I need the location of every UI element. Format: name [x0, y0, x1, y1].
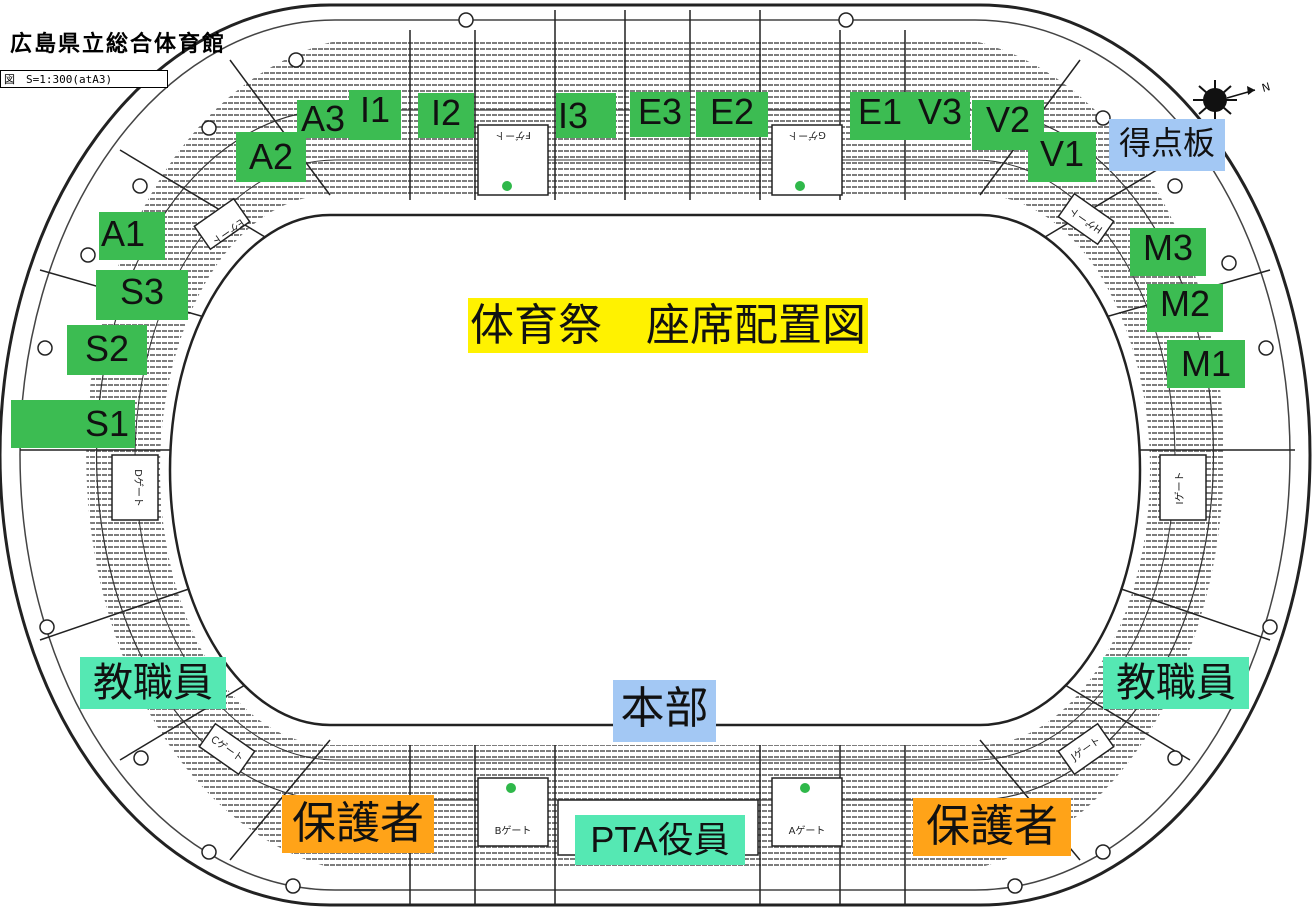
gate-box-north-right	[771, 124, 843, 196]
gate-box-se	[1057, 722, 1115, 776]
compass-icon: N	[1193, 80, 1272, 120]
gate-box-sw	[198, 722, 256, 776]
arena-floor	[168, 213, 1142, 727]
gate-label-f: Fゲート	[495, 129, 531, 141]
block-v3: V3	[910, 92, 970, 140]
perimeter-columns	[37, 12, 1278, 894]
block-a3: A3	[297, 100, 349, 138]
guardians-left-label: 保護者	[282, 795, 434, 853]
outer-wall-inner	[19, 19, 1291, 891]
block-s1: S1	[11, 400, 135, 448]
block-m1: M1	[1167, 340, 1245, 388]
gate-box-nw	[193, 197, 251, 251]
svg-text:N: N	[1260, 80, 1271, 95]
gate-box-west	[111, 454, 159, 521]
gate-box-north-left	[477, 124, 549, 196]
staff-right-label: 教職員	[1103, 657, 1249, 709]
scoreboard-label: 得点板	[1109, 119, 1225, 171]
scale-note: 図 S=1:300(atA3)	[0, 70, 168, 88]
block-a2: A2	[236, 132, 306, 182]
block-i1: I1	[349, 90, 401, 140]
guardians-right-label: 保護者	[913, 798, 1071, 856]
block-s3: S3	[96, 270, 188, 320]
gate-box-east	[1159, 454, 1207, 521]
block-e2: E2	[696, 92, 768, 137]
block-a1: A1	[99, 212, 165, 260]
block-s2: S2	[67, 325, 147, 375]
gate-box-ne	[1057, 192, 1115, 246]
main-title: 体育祭 座席配置図	[468, 298, 868, 353]
headquarters-label: 本部	[613, 680, 716, 742]
pta-officers-label: PTA役員	[575, 815, 745, 865]
gate-label-i: Iゲート	[1174, 472, 1186, 505]
block-i3: I3	[556, 93, 616, 138]
accessibility-markers	[502, 181, 810, 793]
block-i2: I2	[418, 93, 474, 138]
block-m3: M3	[1130, 228, 1206, 276]
gate-label-a: Aゲート	[789, 825, 826, 837]
block-v1: V1	[1028, 132, 1096, 182]
staff-left-label: 教職員	[80, 657, 226, 709]
gate-label-b: Bゲート	[495, 825, 532, 837]
block-m2: M2	[1147, 284, 1223, 332]
venue-title: 広島県立総合体育館	[10, 32, 227, 57]
block-e3: E3	[630, 92, 690, 137]
block-e1: E1	[850, 92, 910, 140]
gate-label-g: Gゲート	[788, 129, 826, 141]
gate-label-d: Dゲート	[132, 469, 144, 507]
